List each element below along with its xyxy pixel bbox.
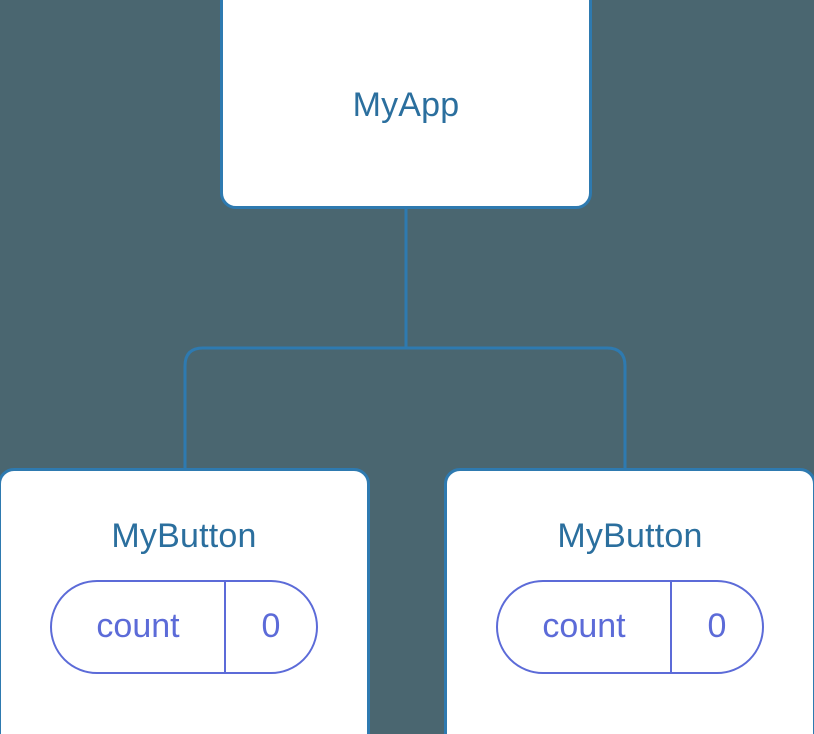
state-badge-key: count bbox=[96, 607, 180, 645]
state-badge[interactable]: count 0 bbox=[50, 580, 318, 674]
state-badge-value: 0 bbox=[670, 582, 762, 672]
state-badge[interactable]: count 0 bbox=[496, 580, 764, 674]
state-badge-key: count bbox=[542, 607, 626, 645]
component-node-title: MyButton bbox=[111, 517, 257, 555]
component-node-mybutton-0[interactable]: MyButton count 0 bbox=[0, 468, 370, 734]
component-node-mybutton-1[interactable]: MyButton count 0 bbox=[444, 468, 814, 734]
component-node-myapp[interactable]: MyApp bbox=[220, 0, 592, 209]
edge-root-to-child-0 bbox=[183, 346, 406, 470]
component-node-title: MyButton bbox=[557, 517, 703, 555]
state-badge-value: 0 bbox=[224, 582, 316, 672]
component-node-title: MyApp bbox=[352, 85, 460, 124]
edge-root-to-child-1 bbox=[406, 346, 627, 470]
